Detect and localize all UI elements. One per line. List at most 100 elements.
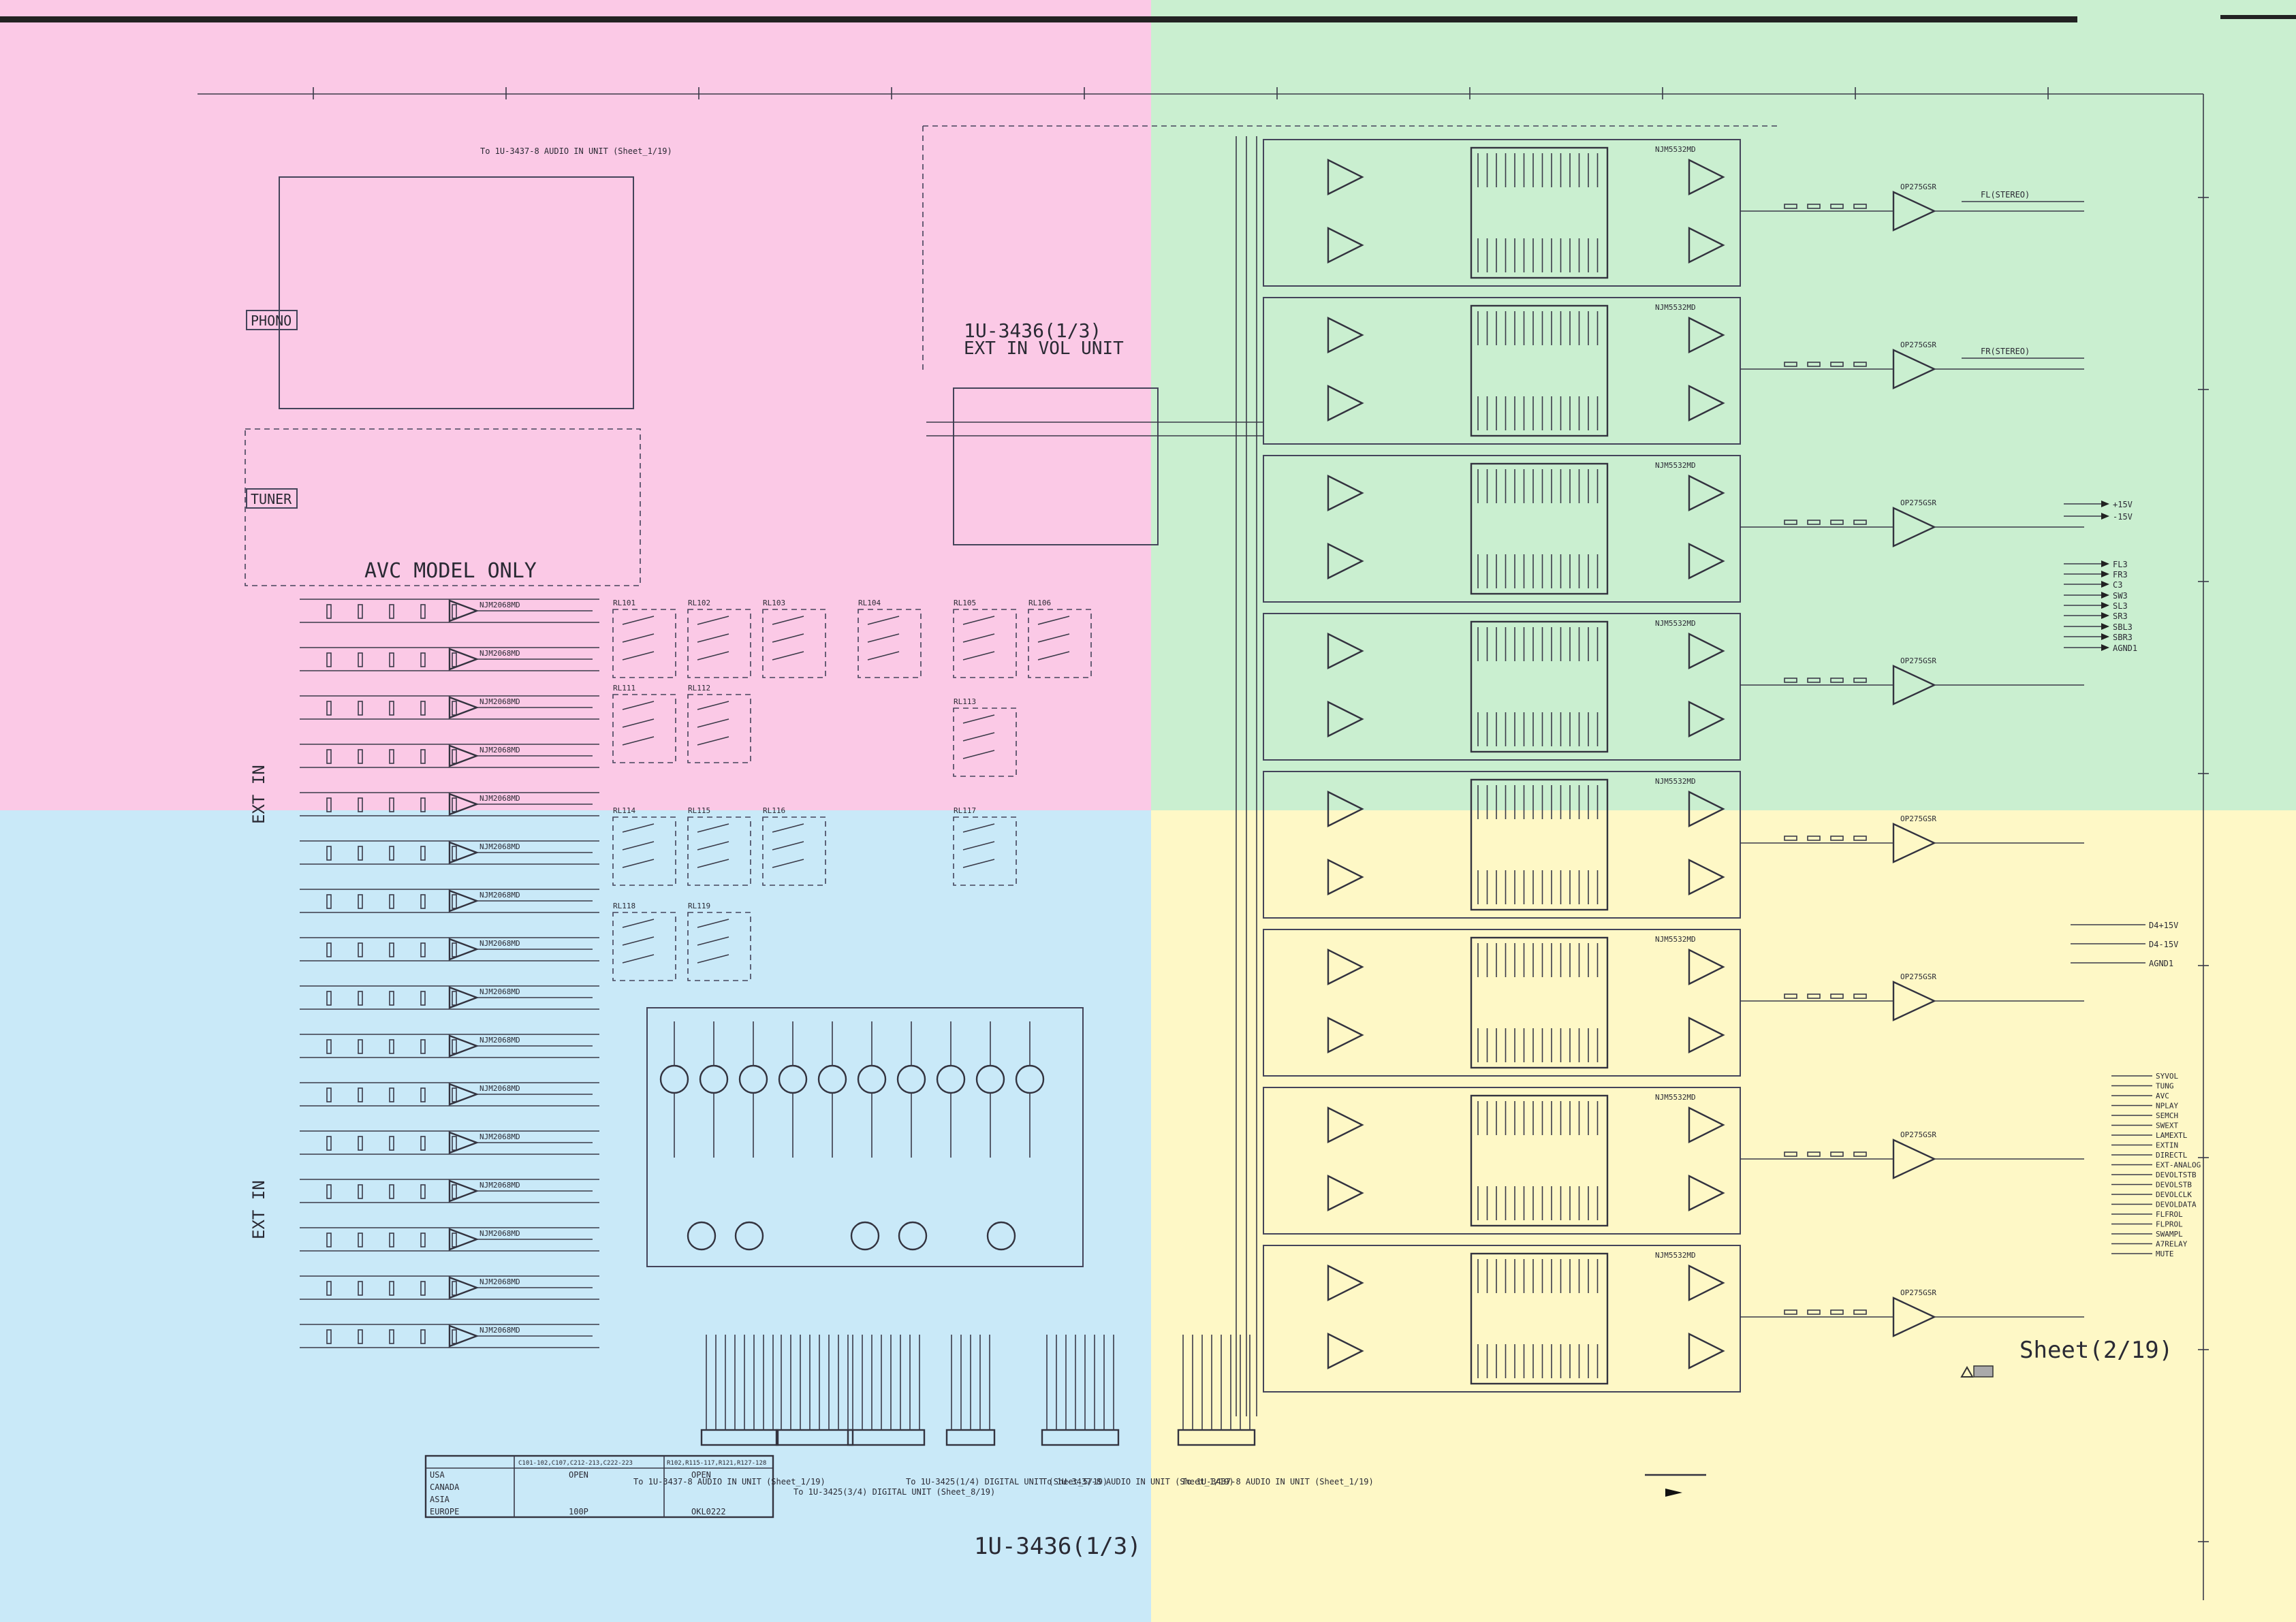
connector [775,1429,854,1446]
resistor [1784,678,1797,683]
resistor [358,1087,363,1102]
resistor [1784,1309,1797,1315]
relay-name: RL116 [763,806,785,815]
resistor [1807,1151,1821,1157]
relay-name: RL119 [688,902,710,910]
relay-contact [697,701,729,710]
board-title-bottom: 1U-3436(1/3) [974,1533,1142,1560]
relay-contact [772,859,804,868]
resistor [326,652,332,667]
relay-contact [697,859,729,868]
relay [953,816,1017,886]
resistor [358,749,363,764]
resistor [1807,1309,1821,1315]
phono-label: PHONO [251,313,292,329]
op-amp [448,1131,479,1154]
relay-name: RL106 [1028,599,1051,607]
resistor [358,1039,363,1054]
table-cell: EUROPE [430,1507,459,1516]
relay-contact [1037,651,1070,661]
op-amp-part: NJM2068MD [479,794,520,803]
output-op-amp [1688,701,1725,737]
relay-contact [622,823,655,833]
resistor [420,797,426,812]
resistor [452,942,457,957]
op-amp-part: NJM2068MD [479,1036,520,1045]
control-label: A7RELAY [2156,1240,2188,1249]
op-amp-part: NJM2068MD [479,649,520,658]
resistor [452,1039,457,1054]
relay-contact [622,859,655,868]
output-op-amp [1688,791,1725,827]
relay-contact [622,651,655,661]
op-amp [448,1324,479,1348]
op-amp [448,1228,479,1251]
resistor [358,894,363,909]
resistor [326,1233,332,1247]
control-label: EXT-ANALOG [2156,1161,2201,1170]
resistor [420,701,426,716]
relay-contact [772,823,804,833]
transistor [936,1064,966,1094]
relay [762,609,826,678]
output-label: SBR3 [2113,633,2133,642]
resistor [326,846,332,861]
control-label: DIRECTL [2156,1151,2188,1160]
resistor [452,652,457,667]
relay [953,707,1017,777]
resistor [358,797,363,812]
transistor [699,1064,729,1094]
connector [1177,1429,1256,1446]
output-label: FR(STEREO) [1981,347,2030,356]
output-arrow [2101,623,2109,630]
output-op-amp [1688,1107,1725,1143]
relay-contact [697,736,729,746]
relay-contact [622,841,655,850]
output-op-amp [1688,385,1725,422]
control-label: SYVOL [2156,1072,2178,1081]
resistor [358,942,363,957]
output-label: SR3 [2113,611,2128,621]
resistor [420,1233,426,1247]
resistor [1807,204,1821,209]
resistor [1784,362,1797,367]
relay-contact [867,616,900,625]
relay-contact [962,714,995,724]
relay-contact [1037,633,1070,643]
resistor [389,1329,394,1344]
op-amp-part: NJM5532MD [1655,303,1696,312]
op-amp-part: NJM5532MD [1655,777,1696,786]
control-label: SEMCH [2156,1111,2178,1120]
input-op-amp [1327,701,1364,737]
op-amp-part: NJM2068MD [479,1132,520,1141]
resistor [389,1136,394,1151]
relay-contact [622,936,655,946]
resistor [1807,678,1821,683]
buffer-op-amp [1892,191,1936,232]
transistor [896,1064,926,1094]
volume-ic [1470,620,1609,753]
connector [847,1429,926,1446]
input-op-amp [1327,1017,1364,1053]
resistor [358,1233,363,1247]
resistor [420,604,426,619]
relay [612,816,676,886]
resistor [358,1281,363,1296]
table-cell: OPEN [691,1470,711,1480]
resistor [1853,520,1867,525]
transistor [817,1064,847,1094]
resistor [389,1184,394,1199]
relay-name: RL115 [688,806,710,815]
zone-top-right [1151,0,2296,810]
output-label: +15V [2113,500,2133,509]
buffer-op-amp [1892,507,1936,547]
relay-contact [622,718,655,728]
relay-contact [962,616,995,625]
relay [687,912,751,981]
resistor [358,846,363,861]
sheet-label: Sheet(2/19) [2019,1337,2173,1364]
output-label: SL3 [2113,601,2128,611]
resistor [326,894,332,909]
output-op-amp [1688,1175,1725,1211]
